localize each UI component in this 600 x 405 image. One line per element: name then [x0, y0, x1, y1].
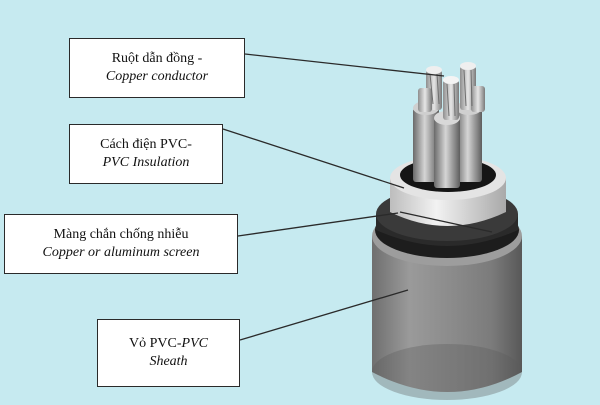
label-screen-en: Copper or aluminum screen — [42, 245, 200, 260]
label-conductor-vi: Ruột dẫn đồng - — [111, 51, 203, 66]
leader-line-screen — [237, 212, 399, 237]
label-sheath-en: Sheath — [149, 354, 188, 369]
label-insulation-vi: Cách điện PVC- — [100, 137, 192, 152]
leader-line-sheath — [239, 289, 409, 341]
label-sheath-vi: Vỏ PVC-PVC — [129, 336, 208, 351]
copper-conductors — [418, 62, 485, 120]
label-insulation-en: PVC Insulation — [102, 155, 190, 170]
label-conductor-en: Copper conductor — [105, 69, 209, 84]
leader-lines — [222, 53, 493, 341]
leader-line-conductor — [244, 53, 445, 77]
leader-line-screen-2 — [399, 211, 493, 233]
label-pvc-insulation: Cách điện PVC- PVC Insulation — [69, 124, 223, 184]
label-pvc-sheath: Vỏ PVC-PVC Sheath — [97, 319, 240, 387]
label-screen-vi: Màng chắn chống nhiễu — [53, 227, 189, 242]
label-screen: Màng chắn chống nhiễu Copper or aluminum… — [4, 214, 238, 274]
leader-line-insulation — [222, 128, 405, 189]
label-copper-conductor: Ruột dẫn đồng - Copper conductor — [69, 38, 245, 98]
